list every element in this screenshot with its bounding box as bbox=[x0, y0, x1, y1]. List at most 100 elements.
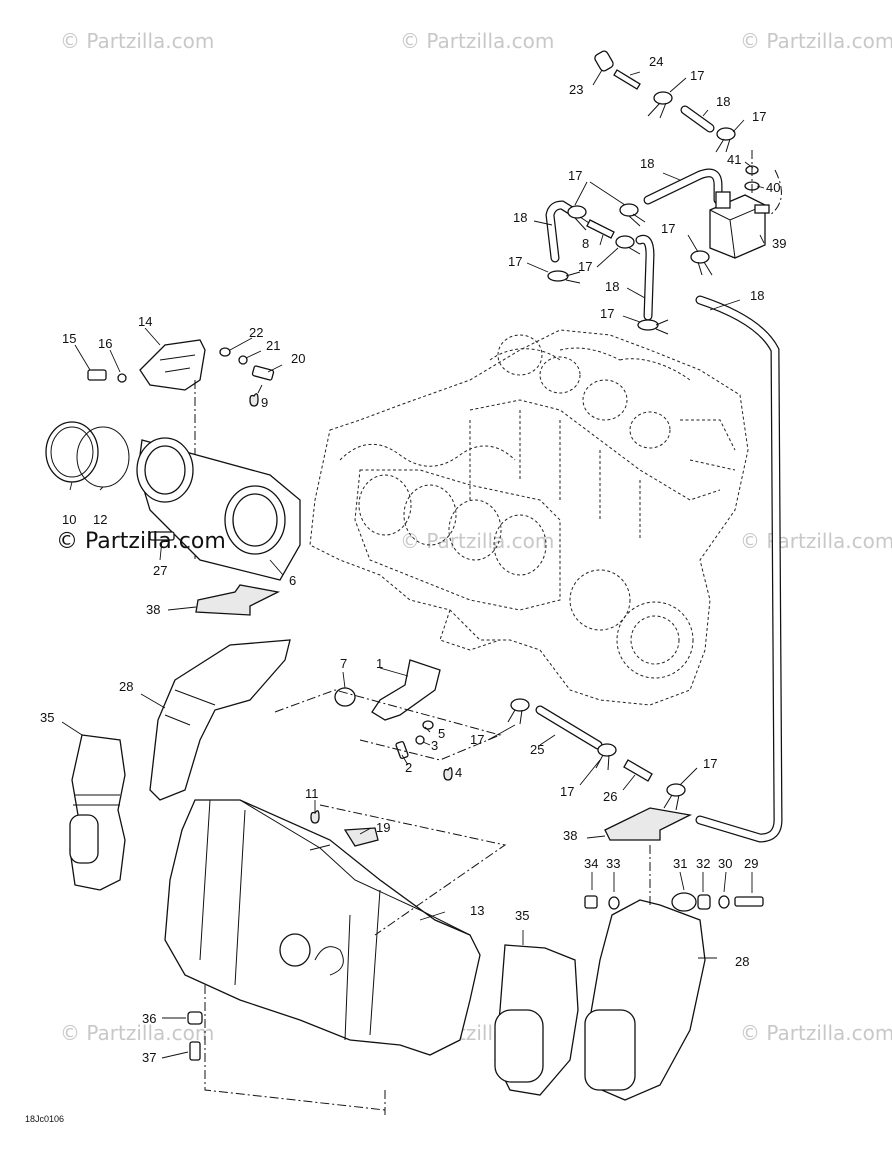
callout-37: 37 bbox=[142, 1050, 156, 1065]
solenoid-valve bbox=[709, 150, 782, 259]
gasket-icon bbox=[195, 584, 281, 616]
drop-icon bbox=[310, 810, 320, 824]
washer-icon bbox=[117, 373, 127, 383]
callout-40: 40 bbox=[766, 180, 780, 195]
boot-icon bbox=[69, 734, 126, 891]
intake-adapter bbox=[45, 421, 301, 581]
right-boot-duct bbox=[494, 899, 706, 1101]
callout-labels: 1 2 3 4 5 6 7 8 9 10 11 12 13 14 15 16 1… bbox=[40, 54, 786, 1065]
rubber-boot-left bbox=[69, 734, 126, 891]
clamp-icon bbox=[615, 235, 635, 249]
callout-27: 27 bbox=[153, 563, 167, 578]
drain-parts bbox=[187, 985, 386, 1115]
clip-icon bbox=[343, 827, 379, 847]
callout-8: 8 bbox=[582, 236, 589, 251]
callout-13: 13 bbox=[470, 903, 484, 918]
clamp-icon bbox=[690, 250, 710, 264]
clamp-icon bbox=[547, 270, 569, 282]
grommet-icon bbox=[334, 687, 356, 707]
callout-24: 24 bbox=[649, 54, 663, 69]
cap-icon bbox=[594, 50, 614, 72]
drop-icon bbox=[443, 767, 453, 781]
port-icon bbox=[754, 204, 770, 214]
callout-17: 17 bbox=[578, 259, 592, 274]
callout-22: 22 bbox=[249, 325, 263, 340]
callout-18: 18 bbox=[640, 156, 654, 171]
callout-12: 12 bbox=[93, 512, 107, 527]
boot-opening-icon bbox=[69, 814, 99, 864]
callout-31: 31 bbox=[673, 856, 687, 871]
watermark: © Partzilla.com bbox=[400, 529, 554, 553]
valve-icon bbox=[189, 1041, 201, 1061]
callout-15: 15 bbox=[62, 331, 76, 346]
drop-icon bbox=[249, 393, 259, 407]
callout-28: 28 bbox=[735, 954, 749, 969]
watermark: © Partzilla.com bbox=[740, 529, 892, 553]
callout-16: 16 bbox=[98, 336, 112, 351]
bolt-icon bbox=[251, 365, 275, 381]
callout-3: 3 bbox=[431, 738, 438, 753]
callout-39: 39 bbox=[772, 236, 786, 251]
callout-17: 17 bbox=[568, 168, 582, 183]
callout-5: 5 bbox=[438, 726, 445, 741]
port-icon bbox=[715, 191, 731, 209]
callout-10: 10 bbox=[62, 512, 76, 527]
screw-icon bbox=[395, 741, 409, 759]
callout-11: 11 bbox=[305, 786, 319, 801]
clamp-icon bbox=[567, 205, 587, 219]
watermark: © Partzilla.com bbox=[60, 1021, 214, 1045]
callout-30: 30 bbox=[718, 856, 732, 871]
clamp-icon bbox=[619, 203, 639, 217]
callout-41: 41 bbox=[727, 152, 741, 167]
drain-icon bbox=[279, 933, 311, 967]
grommet-icon bbox=[671, 892, 697, 912]
fitting-icon bbox=[623, 759, 653, 782]
washer-icon bbox=[238, 355, 248, 365]
callout-17: 17 bbox=[752, 109, 766, 124]
clamp-icon bbox=[510, 698, 530, 712]
callout-32: 32 bbox=[696, 856, 710, 871]
washer-icon bbox=[219, 347, 231, 357]
bolt-icon bbox=[87, 369, 107, 381]
callout-6: 6 bbox=[289, 573, 296, 588]
drawing-code: 18Jc0106 bbox=[25, 1114, 64, 1124]
callout-4: 4 bbox=[455, 765, 462, 780]
washer-icon bbox=[718, 895, 730, 909]
callout-18: 18 bbox=[513, 210, 527, 225]
nut-icon bbox=[584, 895, 598, 909]
fitting-icon bbox=[613, 69, 641, 90]
callout-33: 33 bbox=[606, 856, 620, 871]
callout-19: 19 bbox=[376, 820, 390, 835]
sleeve-icon bbox=[697, 894, 711, 910]
callout-17: 17 bbox=[690, 68, 704, 83]
bolt-icon bbox=[734, 896, 764, 907]
leader-lines bbox=[61, 69, 765, 1059]
callout-17: 17 bbox=[703, 756, 717, 771]
callout-14: 14 bbox=[138, 314, 152, 329]
callout-17: 17 bbox=[560, 784, 574, 799]
air-box bbox=[164, 799, 507, 1056]
fitting-icon bbox=[586, 219, 615, 239]
callout-35: 35 bbox=[40, 710, 54, 725]
callout-26: 26 bbox=[603, 789, 617, 804]
clamp-icon bbox=[597, 743, 617, 757]
washer-icon bbox=[422, 720, 434, 730]
callout-17: 17 bbox=[661, 221, 675, 236]
watermark-layer: © Partzilla.com © Partzilla.com © Partzi… bbox=[60, 29, 892, 1045]
callout-18: 18 bbox=[716, 94, 730, 109]
fittings bbox=[586, 50, 653, 782]
clamp-icon bbox=[666, 783, 686, 797]
callout-28: 28 bbox=[119, 679, 133, 694]
watermark-main: © Partzilla.com bbox=[56, 529, 226, 554]
callout-38: 38 bbox=[563, 828, 577, 843]
callout-7: 7 bbox=[340, 656, 347, 671]
duct-icon bbox=[149, 639, 291, 801]
callout-9: 9 bbox=[261, 395, 268, 410]
clamp-icon bbox=[653, 91, 673, 105]
callout-36: 36 bbox=[142, 1011, 156, 1026]
hardware-row bbox=[584, 845, 764, 912]
watermark: © Partzilla.com bbox=[400, 29, 554, 53]
callout-23: 23 bbox=[569, 82, 583, 97]
callout-17: 17 bbox=[470, 732, 484, 747]
